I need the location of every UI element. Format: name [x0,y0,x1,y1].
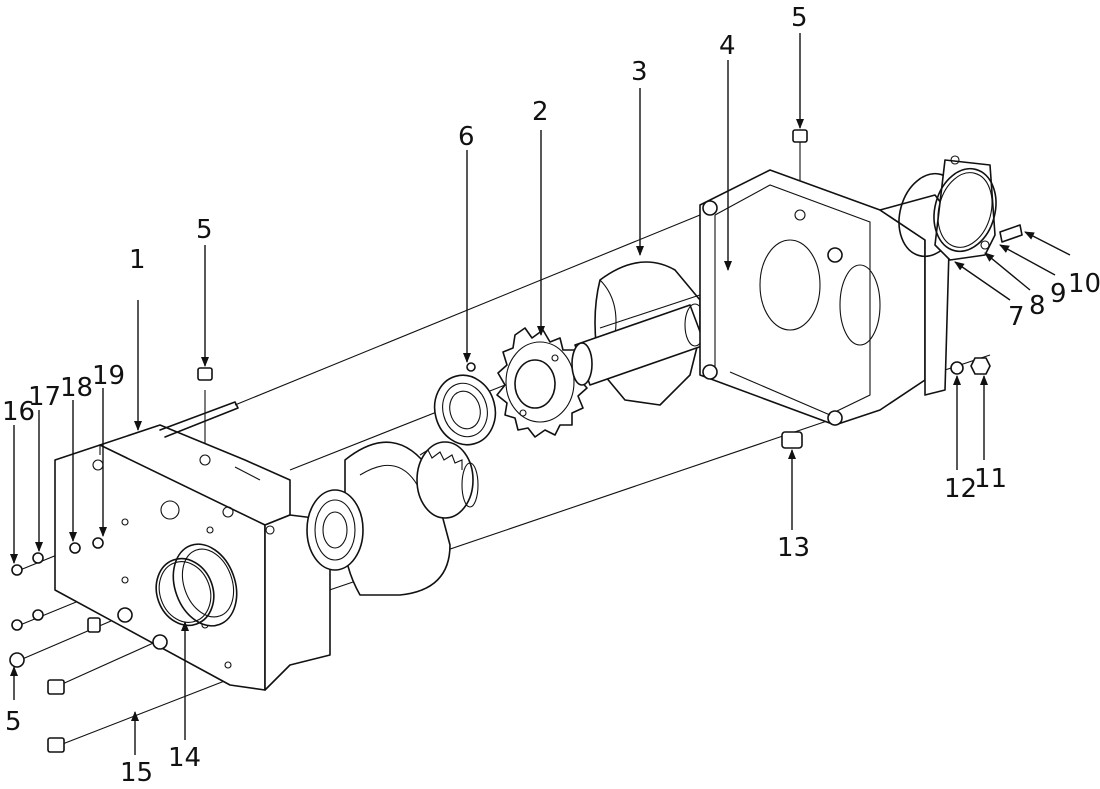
label-5-top: 5 [791,3,808,33]
label-12: 12 [944,474,977,504]
gear-2 [496,327,588,438]
front-housing [54,401,331,691]
rear-housing [699,169,951,426]
callout-labels: 1 2 3 4 5 5 5 6 7 8 9 10 11 12 13 14 15 … [2,3,1100,788]
label-9: 9 [1050,279,1067,309]
label-6: 6 [458,122,475,152]
label-16: 16 [2,397,35,427]
label-11: 11 [974,464,1007,494]
label-2: 2 [532,97,549,127]
leader-lines [10,33,1071,755]
label-15: 15 [120,758,153,788]
label-5-bottom: 5 [5,707,22,737]
crank-assembly-left [306,441,479,596]
crankshaft-3 [571,261,716,406]
label-7: 7 [1008,302,1025,332]
rear-cover-parts [898,155,1023,261]
label-4: 4 [719,31,736,61]
label-1: 1 [129,245,146,275]
label-8: 8 [1029,291,1046,321]
label-18: 18 [60,373,93,403]
label-19: 19 [92,361,125,391]
label-13: 13 [777,533,810,563]
label-3: 3 [631,57,648,87]
label-14: 14 [168,743,201,773]
fasteners [9,129,991,753]
label-5-left: 5 [196,215,213,245]
label-17: 17 [28,382,61,412]
bearing-6 [433,362,497,446]
label-10: 10 [1068,269,1100,299]
